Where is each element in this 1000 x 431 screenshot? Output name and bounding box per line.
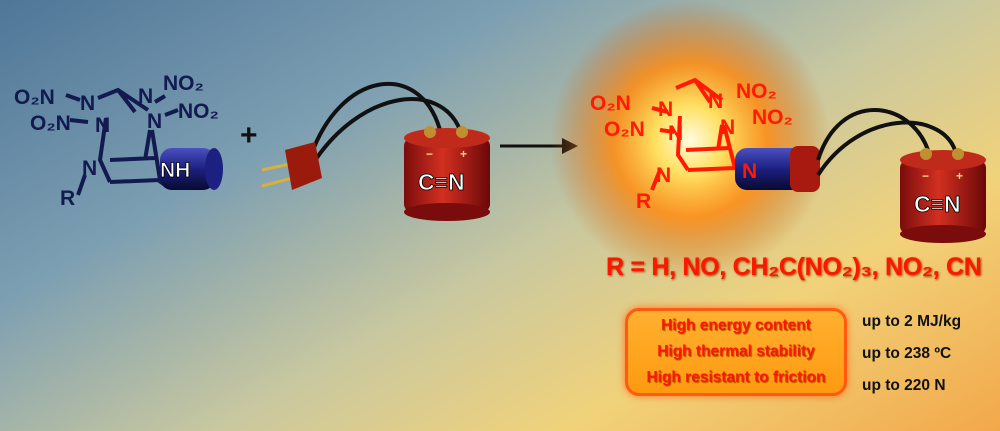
property-value: up to 2 MJ/kg [862,313,962,330]
property-label: High resistant to friction [646,369,826,386]
properties-box: High energy content High thermal stabili… [625,308,847,396]
n-label: N [138,85,153,108]
no2-label: NO₂ [752,106,793,129]
n-label: N [668,122,683,145]
n-label: N [742,160,757,183]
property-label: High thermal stability [657,343,815,360]
battery-plus-label: + [460,147,467,161]
plus-sign: + [240,119,258,152]
n-label: N [658,98,673,121]
n-label: N [82,157,97,180]
o2n-label: O₂N [30,112,71,135]
r-label: R [636,190,651,213]
nh-label: NH [160,159,190,182]
battery-minus-label: − [922,169,929,183]
n-label: N [720,116,735,139]
no2-label: NO₂ [736,80,777,103]
explosion-burst [550,0,830,280]
n-label: N [656,164,671,187]
r-label: R [60,187,75,210]
battery-plus-label: + [956,169,963,183]
o2n-label: O₂N [14,86,55,109]
no2-label: NO₂ [163,72,204,95]
plug-icon [261,81,462,190]
n-label: N [95,114,110,137]
battery-icon: − + C≡N [404,126,490,221]
reactant-labels: O₂N O₂N NO₂ NO₂ N N N N N R NH [14,72,219,210]
product-labels: O₂N O₂N NO₂ NO₂ N N N N N R N [590,80,793,213]
reactant-connector [160,148,223,190]
property-label: High energy content [661,317,811,334]
n-label: N [80,92,95,115]
battery-minus-label: − [426,147,433,161]
battery-label: C≡N [914,191,961,217]
o2n-label: O₂N [590,92,631,115]
r-groups-text: R = H, NO, CH₂C(NO₂)₃, NO₂, CN [606,253,982,281]
property-values: up to 2 MJ/kg up to 238 ºC up to 220 N [862,313,961,395]
property-value: up to 238 ºC [862,345,952,362]
no2-label: NO₂ [178,100,219,123]
property-value: up to 220 N [862,377,946,394]
n-label: N [147,110,162,133]
o2n-label: O₂N [604,118,645,141]
battery-label: C≡N [418,169,465,195]
battery-icon: − + C≡N [816,108,986,243]
product-connector [735,146,820,192]
n-label: N [708,90,723,113]
